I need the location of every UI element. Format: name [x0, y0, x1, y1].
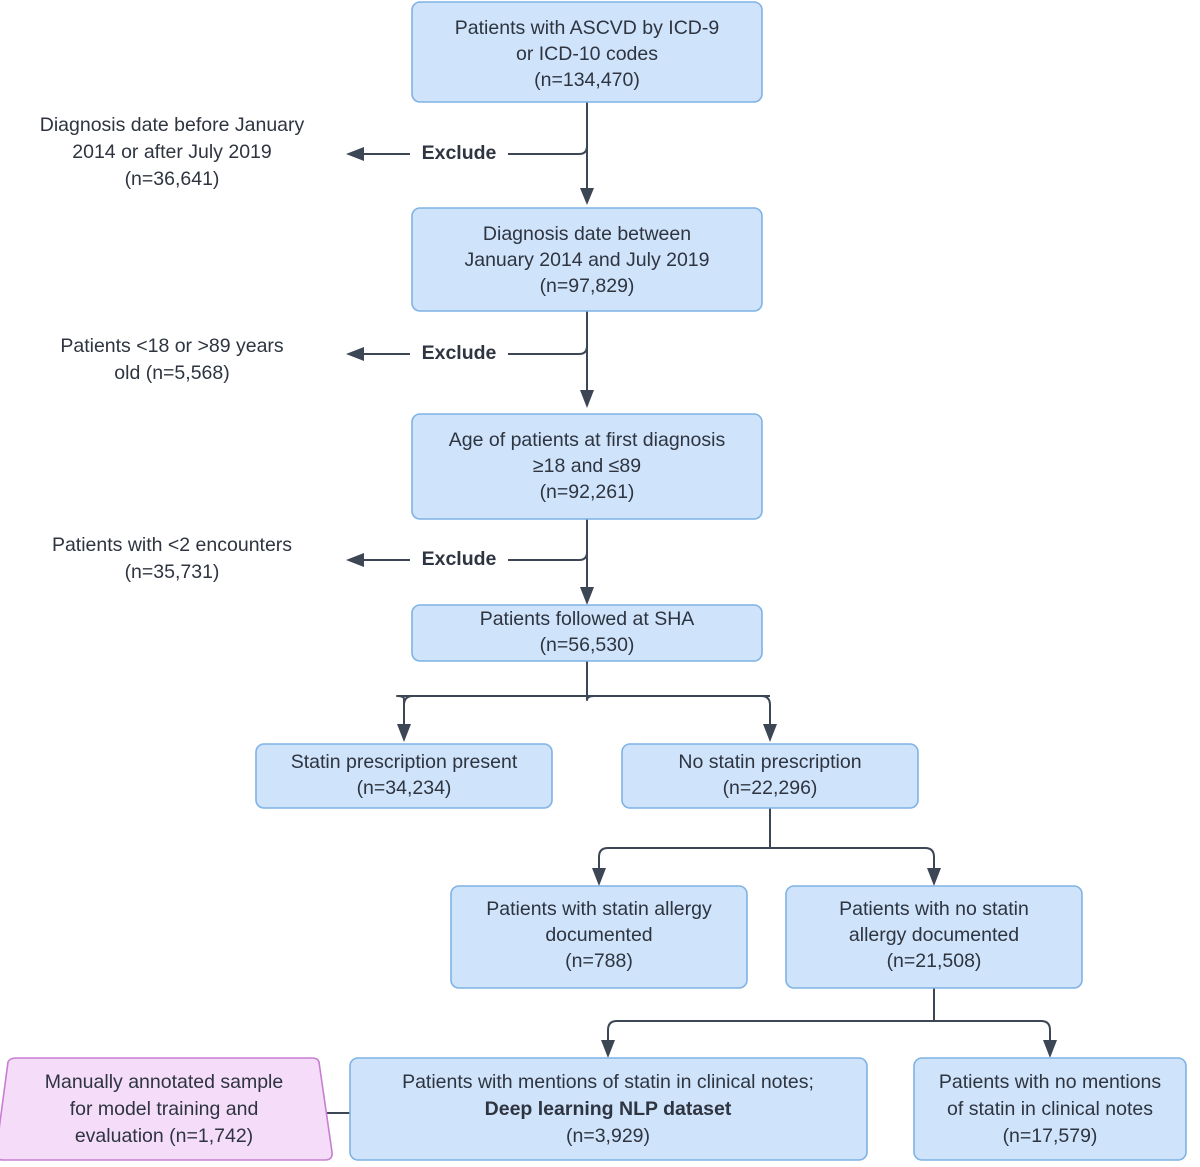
node-age-in-range-line-1: Age of patients at first diagnosis: [449, 429, 726, 451]
arrowhead-age-in-range: [580, 390, 594, 408]
exclusion-few-encounters: Patients with <2 encounters (n=35,731): [52, 534, 292, 583]
node-mentions-statin-line-3: (n=3,929): [566, 1125, 650, 1147]
edge-label-exclude-1: Exclude: [410, 142, 508, 166]
node-no-statin-box[interactable]: [621, 743, 919, 809]
node-age-in-range-line-3: (n=92,261): [540, 481, 635, 503]
node-no-mentions-statin-line-3: (n=17,579): [1003, 1125, 1098, 1147]
arrowhead-date-in-range: [580, 188, 594, 205]
exclusion-age-out-of-range: Patients <18 or >89 years old (n=5,568): [60, 335, 284, 384]
node-allergy-documented-line-3: (n=788): [565, 950, 633, 972]
arrowhead-followed-sha: [580, 587, 594, 605]
node-no-allergy-documented-line-1: Patients with no statin: [839, 898, 1029, 920]
node-ascvd-box[interactable]: [411, 1, 763, 103]
node-followed-sha-box[interactable]: [411, 604, 763, 662]
arrowhead-no-allergy-documented: [927, 868, 941, 886]
node-no-mentions-statin-box[interactable]: [913, 1057, 1187, 1161]
node-ascvd-line-1: Patients with ASCVD by ICD-9: [455, 17, 719, 39]
node-statin-present-line-1: Statin prescription present: [291, 751, 518, 773]
edge-label-exclude-1-bg: [410, 142, 508, 166]
node-age-in-range[interactable]: Age of patients at first diagnosis ≥18 a…: [411, 413, 763, 520]
node-date-in-range-box[interactable]: [411, 207, 763, 312]
arrowhead-no-mentions-statin: [1043, 1040, 1057, 1058]
node-no-statin-line-2: (n=22,296): [723, 777, 818, 799]
node-no-mentions-statin-line-1: Patients with no mentions: [939, 1071, 1161, 1093]
node-allergy-documented-line-1: Patients with statin allergy: [486, 898, 712, 920]
edge-exclude-encounters: [360, 546, 588, 561]
edge-label-exclude-2-text: Exclude: [422, 342, 497, 364]
node-no-statin-line-1: No statin prescription: [678, 751, 861, 773]
node-date-in-range[interactable]: Diagnosis date between January 2014 and …: [411, 207, 763, 312]
arrowhead-exclude-date: [346, 147, 364, 161]
node-age-in-range-line-2: ≥18 and ≤89: [533, 455, 641, 477]
node-no-statin[interactable]: No statin prescription (n=22,296): [621, 743, 919, 809]
node-mentions-statin-box[interactable]: [349, 1057, 868, 1161]
arrowhead-mentions-statin: [601, 1040, 615, 1058]
edge-label-exclude-1-text: Exclude: [422, 142, 497, 164]
edge-label-exclude-2: Exclude: [410, 342, 508, 366]
node-date-in-range-line-1: Diagnosis date between: [483, 223, 691, 245]
node-manual-sample-shape[interactable]: [0, 1057, 333, 1161]
node-mentions-statin-line-2-bold: Deep learning NLP dataset: [485, 1098, 732, 1120]
node-ascvd[interactable]: Patients with ASCVD by ICD-9 or ICD-10 c…: [411, 1, 763, 103]
node-allergy-documented-box[interactable]: [450, 885, 748, 989]
arrowhead-exclude-encounters: [346, 553, 364, 567]
node-no-allergy-documented-line-3: (n=21,508): [887, 950, 982, 972]
node-manual-sample-line-2: for model training and: [70, 1098, 259, 1120]
node-age-in-range-box[interactable]: [411, 413, 763, 520]
edge-sha-split-left: [403, 695, 587, 730]
edge-label-exclude-2-bg: [410, 342, 508, 366]
edge-sha-split: [396, 661, 770, 704]
arrowhead-statin-present: [397, 724, 411, 742]
node-date-in-range-line-2: January 2014 and July 2019: [464, 249, 709, 271]
edge-nostatin-split-left: [598, 847, 770, 872]
node-followed-sha-line-2: (n=56,530): [540, 634, 635, 656]
exclusion-encounters-line-2: (n=35,731): [125, 561, 220, 583]
node-manual-sample-line-1: Manually annotated sample: [45, 1071, 284, 1093]
node-ascvd-line-3: (n=134,470): [534, 69, 640, 91]
node-mentions-statin[interactable]: Patients with mentions of statin in clin…: [349, 1057, 868, 1161]
exclusion-date-out-of-range: Diagnosis date before January 2014 or af…: [40, 114, 305, 190]
arrowhead-no-statin: [763, 724, 777, 742]
node-mentions-statin-line-1: Patients with mentions of statin in clin…: [402, 1071, 814, 1093]
edge-label-exclude-3: Exclude: [410, 548, 508, 572]
node-ascvd-line-2: or ICD-10 codes: [516, 43, 658, 65]
node-followed-sha[interactable]: Patients followed at SHA (n=56,530): [411, 604, 763, 662]
exclusion-date-line-3: (n=36,641): [125, 168, 220, 190]
edge-noallergy-split-right: [934, 1020, 1051, 1044]
node-manual-sample[interactable]: Manually annotated sample for model trai…: [0, 1057, 333, 1161]
exclusion-date-line-1: Diagnosis date before January: [40, 114, 305, 136]
node-statin-present-box[interactable]: [255, 743, 553, 809]
node-allergy-documented[interactable]: Patients with statin allergy documented …: [450, 885, 748, 989]
node-allergy-documented-line-2: documented: [545, 924, 652, 946]
node-no-allergy-documented-line-2: allergy documented: [849, 924, 1019, 946]
edge-label-exclude-3-bg: [410, 548, 508, 572]
node-no-mentions-statin-line-2: of statin in clinical notes: [947, 1098, 1153, 1120]
exclusion-date-line-2: 2014 or after July 2019: [72, 141, 271, 163]
exclusion-age-line-2: old (n=5,568): [114, 362, 229, 384]
node-date-in-range-line-3: (n=97,829): [540, 275, 635, 297]
arrowhead-exclude-age: [346, 347, 364, 361]
edge-exclude-date: [360, 140, 588, 155]
edge-sha-split-right: [587, 695, 771, 730]
node-no-allergy-documented-box[interactable]: [785, 885, 1083, 989]
edge-nostatin-split-right: [770, 847, 935, 872]
node-statin-present-line-2: (n=34,234): [357, 777, 452, 799]
edge-exclude-age: [360, 340, 588, 355]
node-no-allergy-documented[interactable]: Patients with no statin allergy document…: [785, 885, 1083, 989]
edge-noallergy-split-left: [607, 1020, 934, 1044]
arrowhead-allergy-documented: [592, 868, 606, 886]
exclusion-age-line-1: Patients <18 or >89 years: [60, 335, 284, 357]
node-no-mentions-statin[interactable]: Patients with no mentions of statin in c…: [913, 1057, 1187, 1161]
node-statin-present[interactable]: Statin prescription present (n=34,234): [255, 743, 553, 809]
edge-label-exclude-3-text: Exclude: [422, 548, 497, 570]
node-manual-sample-line-3: evaluation (n=1,742): [75, 1125, 253, 1147]
node-followed-sha-line-1: Patients followed at SHA: [480, 608, 695, 630]
edges-group: [307, 102, 1057, 1120]
exclusion-encounters-line-1: Patients with <2 encounters: [52, 534, 292, 556]
